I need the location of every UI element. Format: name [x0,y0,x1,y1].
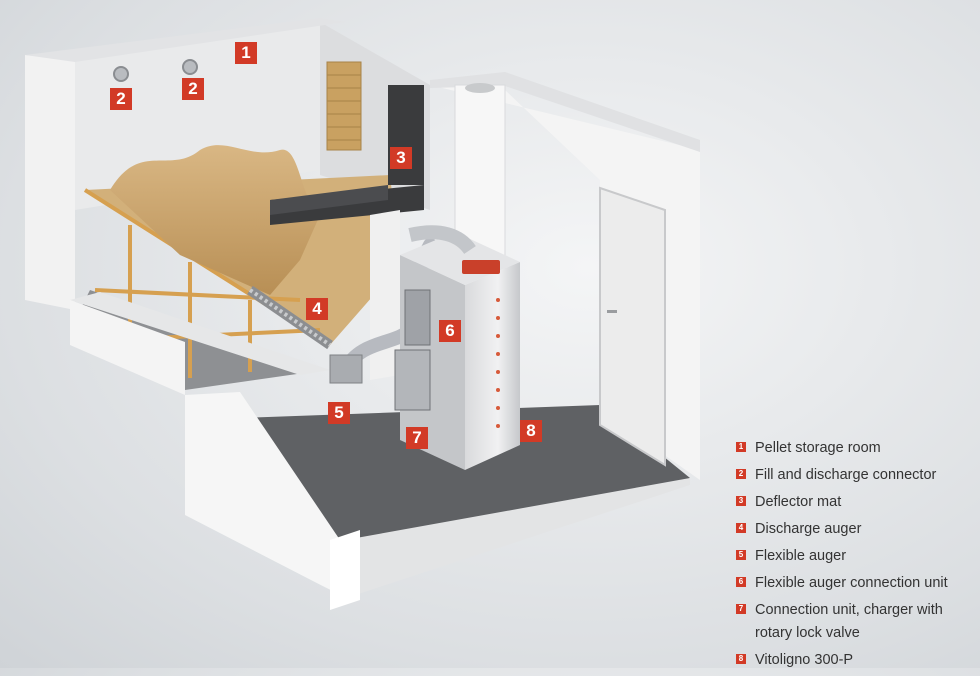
deflector-mat-vertical [388,85,424,185]
legend-label: Flexible auger [755,548,847,564]
bottom-left-wall [185,392,340,595]
legend-item: 6 Flexible auger connection unit [736,572,976,595]
boiler-front [465,262,520,470]
legend-item: 5 Flexible auger [736,545,976,568]
flexible-auger-connection-unit [404,289,431,346]
charger-rotary-valve [394,349,431,411]
discharge-auger [247,285,333,350]
legend-label: Flexible auger connection unit [755,575,948,591]
pellet-pile [110,145,320,295]
legend-item: 4 Discharge auger [736,518,976,541]
left-wall-top [25,18,345,62]
callout-badge-7: 7 [406,427,428,449]
legend-label: Vitoligno 300-P [755,652,854,668]
legend-item: 1 Pellet storage room [736,437,976,460]
door-handle [607,310,617,313]
legend-number: 8 [736,654,746,664]
callout-badge-4: 4 [306,298,328,320]
legend-label: Discharge auger [755,521,862,537]
front-low-wall [70,292,330,375]
door [599,186,666,467]
right-wall-top [430,72,700,152]
legend-number: 6 [736,577,746,587]
legend-label: Fill and discharge connector [755,467,937,483]
legend-number: 2 [736,469,746,479]
legend-item: 7 Connection unit, charger with rotary l… [736,599,976,645]
legend-item: 3 Deflector mat [736,491,976,514]
access-hatch [326,61,362,151]
legend-number: 7 [736,604,746,614]
legend-label: Pellet storage room [755,440,881,456]
front-wall-face [70,300,185,395]
callout-badge-2: 2 [182,78,204,100]
callout-badge-2: 2 [110,88,132,110]
legend-number: 1 [736,442,746,452]
legend-number: 3 [736,496,746,506]
auger-motor [329,354,363,384]
bottom-front-wall [340,478,690,600]
legend-item: 8 Vitoligno 300-P [736,649,976,672]
legend-number: 5 [736,550,746,560]
callout-badge-5: 5 [328,402,350,424]
callout-badge-8: 8 [520,420,542,442]
callout-badge-1: 1 [235,42,257,64]
chimney-opening [465,83,495,93]
legend: 1 Pellet storage room 2 Fill and dischar… [736,437,976,676]
legend-label: Connection unit, charger with rotary loc… [755,602,943,641]
callout-badge-3: 3 [390,147,412,169]
left-wall [25,55,75,310]
callout-badge-6: 6 [439,320,461,342]
fill-connector [113,66,129,82]
discharge-connector [182,59,198,75]
boiler-control-panel [462,260,500,274]
boiler-indicator-dots [496,298,500,428]
wall-end-cap [330,530,360,610]
legend-label: Deflector mat [755,494,842,510]
legend-item: 2 Fill and discharge connector [736,464,976,487]
legend-number: 4 [736,523,746,533]
